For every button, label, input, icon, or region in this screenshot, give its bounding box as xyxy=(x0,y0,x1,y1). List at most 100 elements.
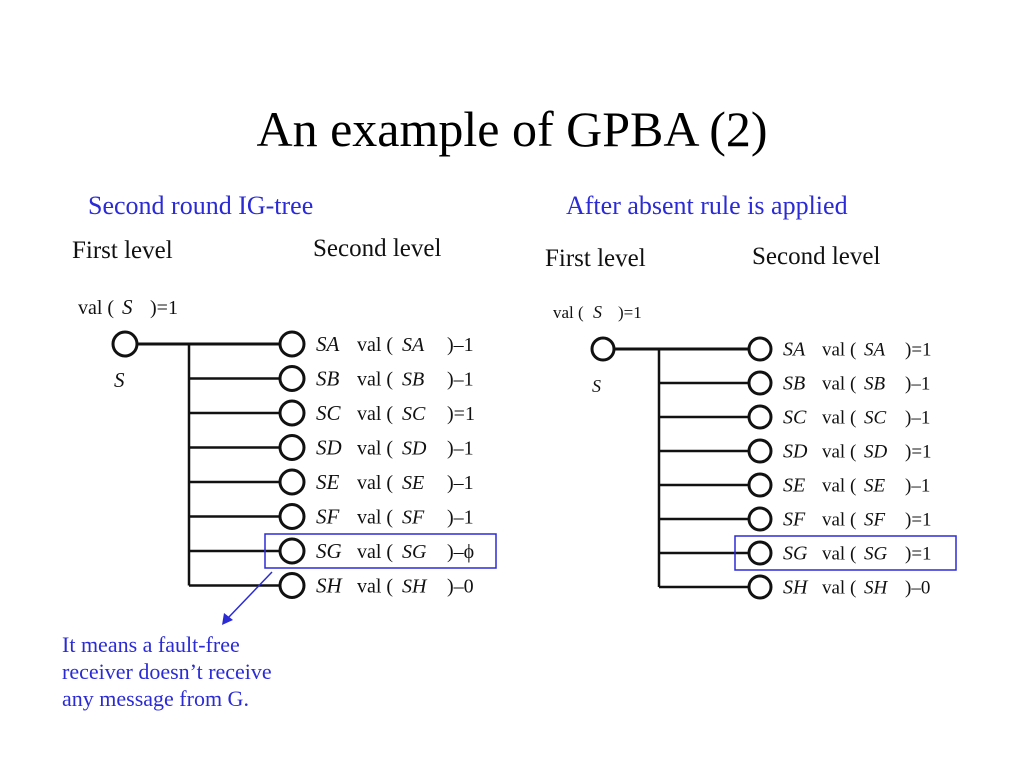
right-val-value-sf: )=1 xyxy=(905,510,932,531)
left-val-name-sc: SC xyxy=(402,403,426,425)
right-val-prefix-se: val ( xyxy=(822,476,856,497)
left-first-level-label: First level xyxy=(72,237,173,264)
left-val-prefix-sg: val ( xyxy=(357,541,393,563)
right-val-name-sc: SC xyxy=(864,408,887,429)
annotation-arrow-head xyxy=(222,613,233,625)
left-val-prefix-sh: val ( xyxy=(357,576,393,598)
left-val-value-sa: )–1 xyxy=(447,334,474,356)
left-node-sa xyxy=(278,330,306,358)
right-val-value-sb: )–1 xyxy=(905,374,930,395)
annotation-line-2: receiver doesn’t receive xyxy=(62,659,272,684)
left-root-val-prefix: val ( xyxy=(78,297,114,319)
right-val-value-sg: )=1 xyxy=(905,544,932,565)
right-root-node xyxy=(590,336,616,362)
left-val-name-sb: SB xyxy=(402,369,424,391)
right-node-label-sf: SF xyxy=(783,509,806,531)
left-node-sd xyxy=(278,434,306,461)
left-node-sh xyxy=(278,572,306,599)
left-node-label-sc: SC xyxy=(316,401,342,425)
right-root-val-prefix: val ( xyxy=(553,303,584,322)
left-val-value-sg: )–ϕ xyxy=(447,541,474,563)
right-val-name-sd: SD xyxy=(864,442,888,463)
left-node-label-sa: SA xyxy=(316,332,340,356)
left-val-prefix-sf: val ( xyxy=(357,507,393,529)
left-val-name-se: SE xyxy=(402,472,424,494)
right-root-val-value: )=1 xyxy=(618,303,642,322)
right-val-name-sb: SB xyxy=(864,374,886,395)
right-root-name: S xyxy=(592,376,601,396)
right-val-name-sa: SA xyxy=(864,340,886,361)
right-val-value-se: )–1 xyxy=(905,476,930,497)
left-node-sb xyxy=(278,365,306,392)
right-root-val-name: S xyxy=(593,302,602,322)
left-node-label-sh: SH xyxy=(316,574,344,598)
left-val-name-sa: SA xyxy=(402,334,425,356)
left-node-label-sb: SB xyxy=(316,367,340,391)
right-val-name-sh: SH xyxy=(864,578,889,599)
left-val-value-sf: )–1 xyxy=(447,507,474,529)
right-val-prefix-sc: val ( xyxy=(822,408,856,429)
annotation-arrow-line xyxy=(227,571,273,619)
right-val-prefix-sa: val ( xyxy=(822,340,856,361)
right-node-sh xyxy=(747,574,773,600)
left-root-val-value: )=1 xyxy=(150,297,178,319)
left-root-val-name: S xyxy=(122,295,133,319)
left-caption: Second round IG-tree xyxy=(88,191,314,220)
right-val-prefix-sb: val ( xyxy=(822,374,856,395)
left-node-sf xyxy=(278,503,306,530)
right-node-sf xyxy=(747,506,773,532)
left-val-value-sb: )–1 xyxy=(447,369,474,391)
left-root-node xyxy=(111,330,139,358)
left-val-name-sf: SF xyxy=(402,507,425,529)
right-node-label-sa: SA xyxy=(783,339,806,361)
left-node-label-sf: SF xyxy=(316,505,340,529)
right-caption: After absent rule is applied xyxy=(566,191,848,220)
left-val-prefix-sd: val ( xyxy=(357,438,393,460)
left-node-label-sd: SD xyxy=(316,436,342,460)
right-node-sa xyxy=(747,336,773,362)
left-val-prefix-sa: val ( xyxy=(357,334,393,356)
left-node-sc xyxy=(278,399,306,427)
right-first-level-label: First level xyxy=(545,245,646,272)
left-root-name: S xyxy=(114,368,125,392)
right-node-sd xyxy=(747,438,773,464)
right-val-prefix-sh: val ( xyxy=(822,578,856,599)
left-node-se xyxy=(278,468,306,496)
left-val-value-se: )–1 xyxy=(447,472,474,494)
right-node-label-sg: SG xyxy=(783,543,808,565)
right-val-value-sh: )–0 xyxy=(905,578,930,599)
annotation-line-1: It means a fault-free xyxy=(62,632,240,657)
right-val-prefix-sf: val ( xyxy=(822,510,856,531)
right-val-prefix-sd: val ( xyxy=(822,442,856,463)
right-node-label-sc: SC xyxy=(783,407,807,429)
right-node-label-sb: SB xyxy=(783,373,805,395)
right-val-value-sd: )=1 xyxy=(905,442,932,463)
left-val-prefix-sb: val ( xyxy=(357,369,393,391)
left-val-name-sh: SH xyxy=(402,576,428,598)
left-second-level-label: Second level xyxy=(313,235,441,262)
right-val-name-sg: SG xyxy=(864,544,888,565)
left-val-name-sd: SD xyxy=(402,438,427,460)
right-highlight-box xyxy=(734,535,957,571)
right-node-se xyxy=(747,472,773,498)
annotation-line-3: any message from G. xyxy=(62,686,249,711)
right-val-name-se: SE xyxy=(864,476,886,497)
left-val-value-sd: )–1 xyxy=(447,438,474,460)
left-val-prefix-se: val ( xyxy=(357,472,393,494)
slide-title: An example of GPBA (2) xyxy=(256,101,768,157)
left-highlight-box xyxy=(264,533,497,569)
right-node-label-sd: SD xyxy=(783,441,808,463)
right-node-sc xyxy=(747,404,773,430)
left-val-value-sh: )–0 xyxy=(447,576,474,598)
left-val-value-sc: )=1 xyxy=(447,403,475,425)
right-val-name-sf: SF xyxy=(864,510,886,531)
right-node-label-sh: SH xyxy=(783,577,809,599)
left-node-label-sg: SG xyxy=(316,539,342,563)
right-val-prefix-sg: val ( xyxy=(822,544,856,565)
left-node-label-se: SE xyxy=(316,470,340,494)
annotation-note: It means a fault-free receiver doesn’t r… xyxy=(62,631,362,712)
left-node-sg xyxy=(278,537,306,565)
right-node-label-se: SE xyxy=(783,475,805,497)
